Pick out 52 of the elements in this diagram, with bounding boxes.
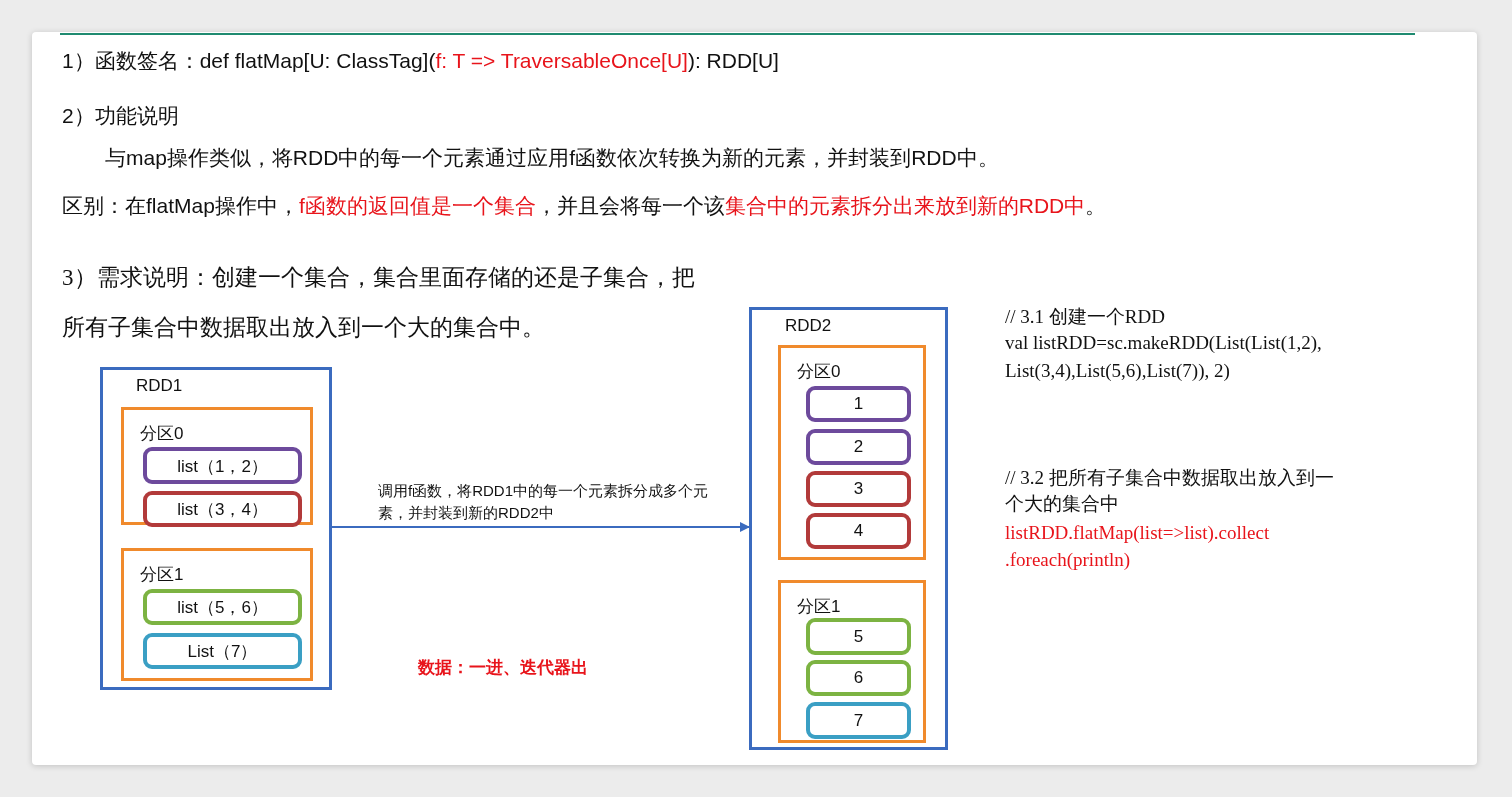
- partition-title: 分区1: [140, 564, 184, 586]
- highlighted-text: f: T => TraversableOnce[U]: [435, 49, 688, 72]
- element-label: 5: [852, 626, 865, 647]
- element-box: [143, 447, 302, 484]
- highlighted-text: f函数的返回值是一个集合: [298, 194, 536, 217]
- element-box: [806, 429, 911, 465]
- code-comment: // 3.1 创建一个RDD: [1005, 306, 1165, 327]
- arrow: [331, 522, 750, 532]
- element-label: list（1，2）: [176, 455, 269, 477]
- element-label: 4: [852, 521, 865, 541]
- element-label: 7: [852, 710, 865, 731]
- element-label: list（3，4）: [176, 498, 269, 521]
- partition-title: 分区0: [140, 423, 184, 445]
- note-text: 数据：一进、迭代器出: [418, 658, 588, 677]
- partition-box: [778, 345, 926, 560]
- rdd-title: RDD1: [136, 376, 183, 396]
- body-text: 2）功能说明: [62, 104, 179, 127]
- element-box: [806, 618, 911, 655]
- body-text: 。: [1085, 194, 1107, 217]
- rdd-title: RDD2: [785, 316, 832, 336]
- element-box: [806, 702, 911, 739]
- element-label: list（5，6）: [176, 596, 269, 619]
- element-label: List（7）: [186, 640, 259, 663]
- highlighted-text: 集合中的元素拆分出来放到新的RDD中: [724, 194, 1086, 217]
- partition-box: [121, 548, 313, 681]
- element-box: [143, 589, 302, 625]
- partition-title: 分区0: [797, 361, 841, 383]
- requirement-text: 3）需求说明：创建一个集合，集合里面存储的还是子集合，把所有子集合中数据取出放入到一个大的集合中。: [62, 265, 695, 340]
- element-box: [806, 386, 911, 422]
- element-box: [143, 633, 302, 669]
- code-comment: // 3.2 把所有子集合中数据取出放入到一个大的集合中: [1005, 467, 1334, 514]
- code-text: val listRDD=sc.makeRDD(List(List(1,2), List(3,4),List(5,6),List(7)), 2): [1005, 332, 1322, 381]
- body-text: 与map操作类似，将RDD中的每一个元素通过应用f函数依次转换为新的元素，并封装到RDD中。: [105, 146, 999, 169]
- element-label: 6: [852, 668, 865, 688]
- element-label: 1: [852, 394, 865, 414]
- partition-box: [778, 580, 926, 743]
- body-text: ): RDD[U]: [687, 49, 779, 72]
- partition-box: [121, 407, 313, 525]
- rdd-container: [100, 367, 332, 690]
- body-text: ，并且会将每一个该: [535, 194, 725, 217]
- partition-title: 分区1: [797, 596, 841, 618]
- element-box: [806, 513, 911, 549]
- element-box: [806, 660, 911, 696]
- body-text: 1）函数签名：def flatMap[U: ClassTag](: [62, 49, 436, 72]
- code-text: listRDD.flatMap(list=>list).collect .foreach(println): [1005, 522, 1270, 570]
- body-text: 区别：在flatMap操作中，: [62, 194, 299, 217]
- edge-label: 调用f函数，将RDD1中的每一个元素拆分成多个元素，并封装到新的RDD2中: [378, 481, 708, 523]
- element-box: [143, 491, 302, 527]
- element-box: [806, 471, 911, 507]
- rdd-container: [749, 307, 948, 750]
- element-label: 3: [852, 479, 865, 499]
- element-label: 2: [852, 437, 865, 457]
